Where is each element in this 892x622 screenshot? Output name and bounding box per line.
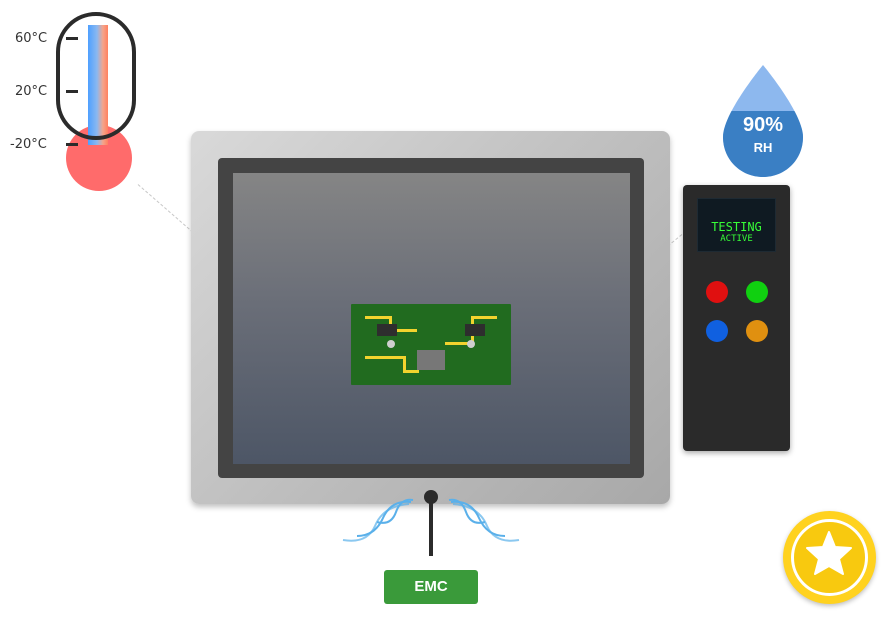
pcb-led [467, 340, 475, 348]
humidity-drop-icon [723, 65, 803, 177]
temp-label-60: 60°C [15, 31, 48, 46]
thermometer-gauge: 60°C 20°C -20°C [0, 0, 160, 200]
emc-waves-right [448, 498, 520, 542]
pcb-trace [403, 356, 406, 372]
pcb-trace [389, 316, 392, 328]
thermometer-tube [56, 12, 136, 140]
pcb-trace [471, 316, 474, 328]
temp-label-20: 20°C [15, 84, 48, 99]
tick-60 [66, 37, 78, 40]
pcb-trace [471, 330, 474, 344]
tick-minus-20 [66, 143, 78, 146]
pcb-processor [417, 350, 445, 370]
red-button[interactable] [706, 281, 728, 303]
circuit-board [351, 304, 511, 385]
tick-20 [66, 90, 78, 93]
pcb-trace [397, 329, 417, 332]
emc-antenna [342, 490, 520, 556]
green-button[interactable] [746, 281, 768, 303]
display-status-text: TESTING [711, 220, 762, 234]
star-icon [806, 531, 852, 575]
orange-button[interactable] [746, 320, 768, 342]
emc-label: EMC [384, 570, 478, 604]
blue-button[interactable] [706, 320, 728, 342]
pcb-trace [403, 370, 419, 373]
humidity-value: 90% [742, 114, 784, 136]
display-substatus-text: ACTIVE [720, 234, 753, 244]
temp-label-minus-20: -20°C [10, 137, 47, 152]
emc-waves-left [342, 498, 414, 542]
controller-display: TESTING ACTIVE [697, 198, 776, 252]
pcb-component [377, 324, 397, 336]
pcb-trace [365, 356, 405, 359]
pcb-led [387, 340, 395, 348]
pcb-trace [365, 316, 391, 319]
pcb-trace [471, 316, 497, 319]
humidity-unit: RH [753, 140, 773, 155]
pcb-trace [445, 342, 473, 345]
pcb-component [465, 324, 485, 336]
